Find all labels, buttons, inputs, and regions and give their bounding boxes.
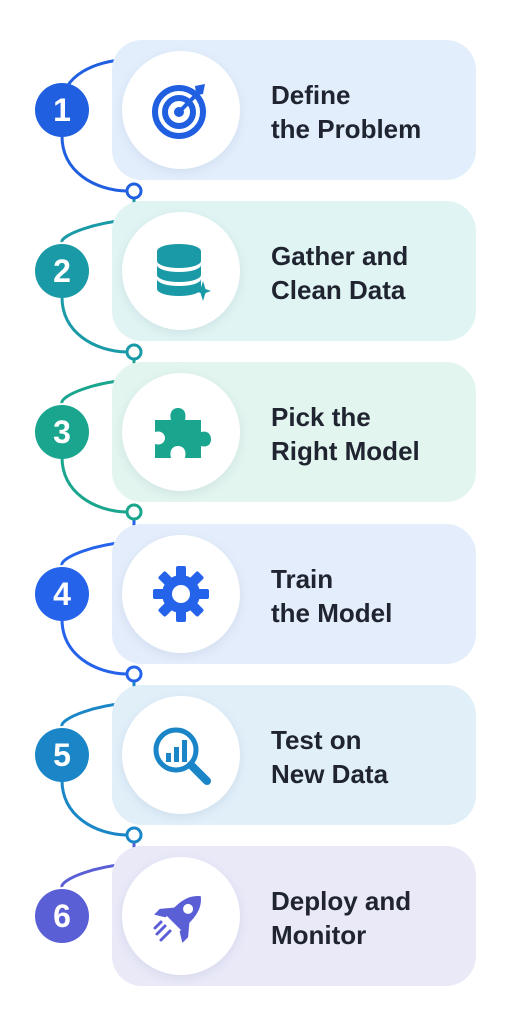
icon-badge xyxy=(122,51,240,169)
connector-node xyxy=(125,343,143,361)
puzzle-piece-icon xyxy=(155,408,211,458)
icon-badge xyxy=(122,535,240,653)
connector-node xyxy=(125,503,143,521)
step-number-badge: 1 xyxy=(35,83,89,137)
step-label: Test on New Data xyxy=(271,725,389,789)
target-icon xyxy=(152,84,206,139)
step-label: Gather and Clean Data xyxy=(271,241,409,305)
connector-node xyxy=(125,665,143,683)
step-label: Define the Problem xyxy=(271,80,422,144)
step-number-badge: 6 xyxy=(35,889,89,943)
icon-badge xyxy=(122,857,240,975)
connector-node xyxy=(125,182,143,200)
step-number-badge: 3 xyxy=(35,405,89,459)
step-label: Pick the Right Model xyxy=(271,402,420,466)
connector-node xyxy=(125,826,143,844)
step-number-badge: 2 xyxy=(35,244,89,298)
step-train-model: 4 Train the Model xyxy=(0,524,512,664)
icon-badge xyxy=(122,212,240,330)
step-label: Train the Model xyxy=(271,564,393,628)
rocket-icon xyxy=(153,896,201,943)
icon-badge xyxy=(122,373,240,491)
step-number-badge: 4 xyxy=(35,567,89,621)
step-deploy-monitor: 6 Deploy and Monitor xyxy=(0,846,512,986)
magnifier-chart-icon xyxy=(153,727,211,785)
step-test-data: 5 Test on New Data xyxy=(0,685,512,825)
database-icon xyxy=(157,244,211,301)
step-pick-model: 3 Pick the Right Model xyxy=(0,362,512,502)
step-define-problem: 1 Define the Problem xyxy=(0,40,512,180)
step-number-badge: 5 xyxy=(35,728,89,782)
step-gather-data: 2 Gather and Clean Data xyxy=(0,201,512,341)
step-label: Deploy and Monitor xyxy=(271,886,412,950)
icon-badge xyxy=(122,696,240,814)
gear-icon xyxy=(153,566,209,622)
